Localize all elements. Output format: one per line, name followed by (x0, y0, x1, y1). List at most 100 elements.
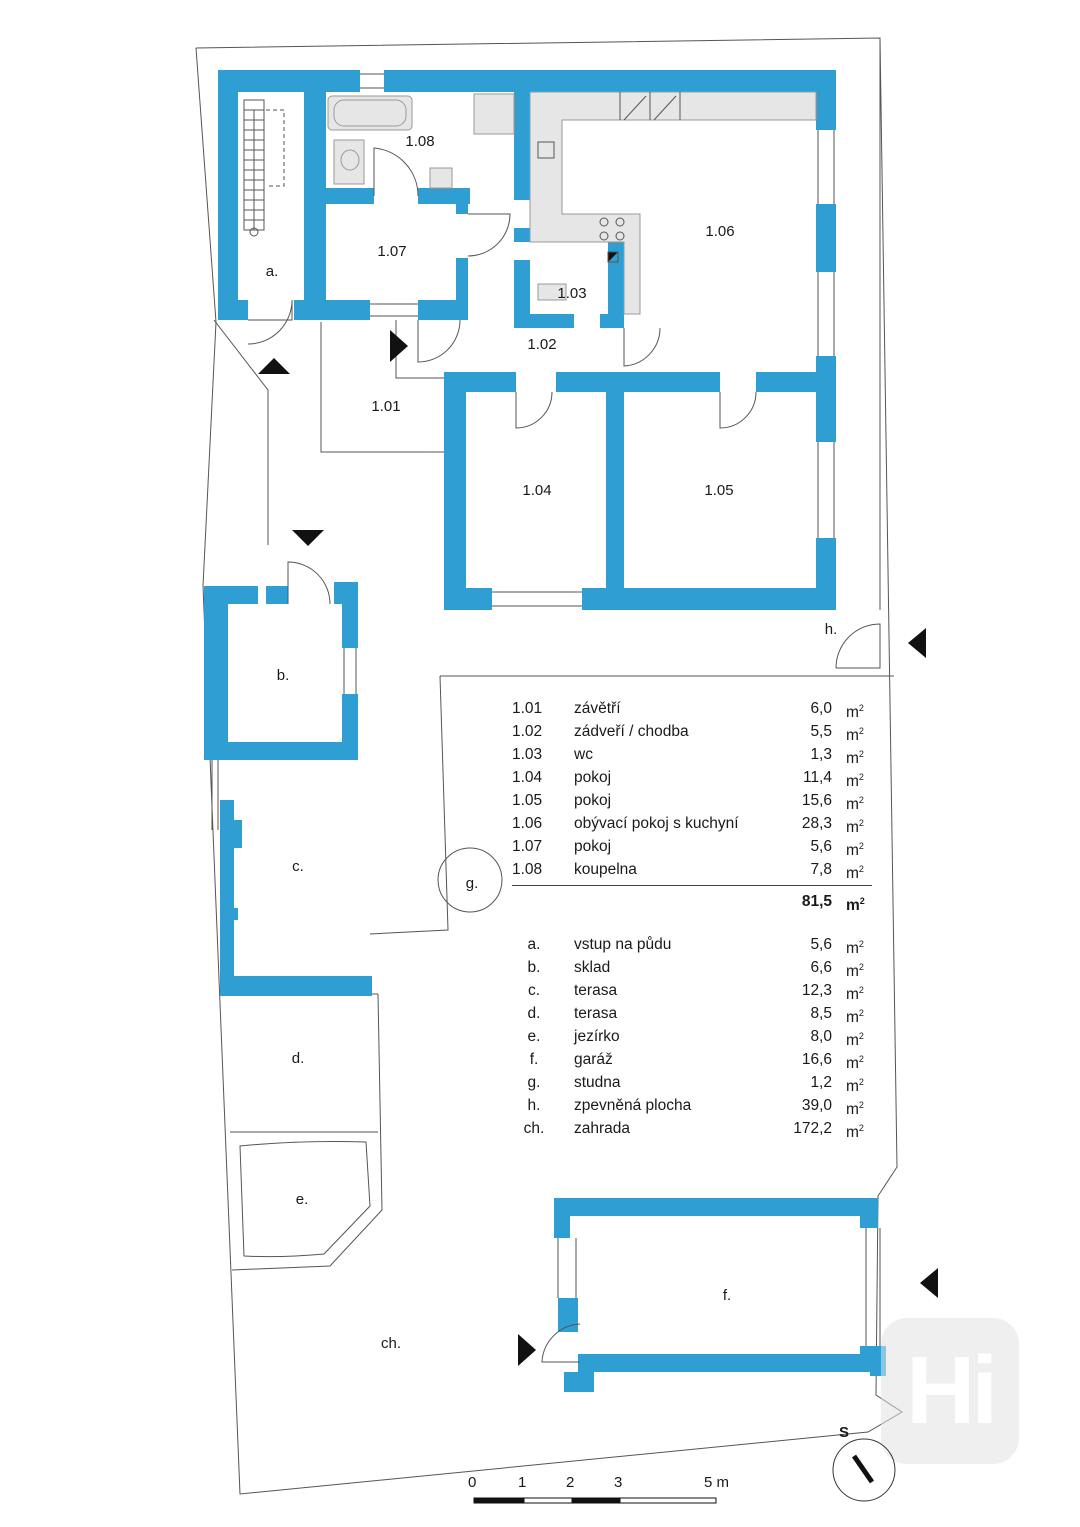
well-circle (437, 847, 503, 913)
legend-name: terasa (574, 982, 618, 999)
legend-area: 1,2 (810, 1074, 832, 1091)
legend-name: závětří (574, 700, 621, 717)
label-1-03: 1.03 (557, 285, 586, 302)
legend-area: 5,6 (810, 838, 832, 855)
storage-walls (204, 582, 372, 996)
room-labels: 1.08 1.07 1.06 1.03 1.02 1.01 1.04 1.05 … (266, 133, 838, 1352)
legend-code: h. (527, 1097, 541, 1114)
staircase (243, 99, 285, 237)
legend-unit: m2 (846, 864, 864, 883)
legend-name: wc (574, 746, 593, 763)
label-ch: ch. (381, 1335, 401, 1352)
scale-tick-label: 0 (468, 1474, 477, 1491)
legend-code: a. (527, 936, 541, 953)
legend-unit: m2 (846, 772, 864, 791)
label-f: f. (723, 1287, 731, 1304)
legend-unit: m2 (846, 795, 864, 814)
garage-walls (554, 1198, 886, 1392)
legend-code: e. (527, 1028, 541, 1045)
legend-name: studna (574, 1074, 621, 1091)
legend-area: 7,8 (810, 861, 832, 878)
scale-tick-label: 5 m (704, 1474, 730, 1491)
legend-code: 1.03 (512, 746, 543, 763)
label-1-04: 1.04 (522, 482, 551, 499)
legend-area: 5,6 (810, 936, 832, 953)
kitchen-counter (529, 91, 817, 315)
legend-code: d. (527, 1005, 541, 1022)
scale-tick-label: 1 (518, 1474, 527, 1491)
legend-exterior: a. vstup na půdu 5,6 m2 b. sklad 6,6 m2 c. terasa… (512, 933, 872, 1142)
legend-unit: m2 (846, 985, 864, 1004)
label-1-06: 1.06 (705, 223, 734, 240)
legend-area: 8,5 (810, 1005, 832, 1022)
scale-tick-label: 3 (614, 1474, 623, 1491)
label-h: h. (825, 621, 838, 638)
legend-name: vstup na půdu (574, 936, 672, 953)
legend-area: 6,0 (810, 700, 832, 717)
house-walls (218, 70, 836, 610)
pond-outline (239, 1141, 371, 1258)
scale-tick-label: 2 (566, 1474, 575, 1491)
label-1-01: 1.01 (371, 398, 400, 415)
scale-bar-graphic (473, 1497, 717, 1504)
legend-unit: m2 (846, 939, 864, 958)
north-arrow: S (828, 1424, 898, 1504)
label-d: d. (292, 1050, 305, 1067)
label-1-02: 1.02 (527, 336, 556, 353)
legend-area: 6,6 (810, 959, 832, 976)
legend-code: ch. (523, 1120, 545, 1137)
label-c: c. (292, 858, 304, 875)
total-unit: m2 (846, 896, 865, 915)
label-1-08: 1.08 (405, 133, 434, 150)
legend-name: koupelna (574, 861, 637, 878)
legend-unit: m2 (846, 749, 864, 768)
total-area: 81,5 (801, 893, 832, 910)
legend-name: pokoj (574, 838, 612, 855)
legend-code: 1.02 (512, 723, 543, 740)
legend-area: 1,3 (810, 746, 832, 763)
legend-code: g. (527, 1074, 541, 1091)
legend-code: b. (527, 959, 541, 976)
entrance-arrows (258, 330, 938, 1366)
legend-name: sklad (574, 959, 611, 976)
legend-unit: m2 (846, 1054, 864, 1073)
label-1-07: 1.07 (377, 243, 406, 260)
north-label: S (839, 1424, 850, 1441)
label-b: b. (277, 667, 290, 684)
legend-unit: m2 (846, 1123, 864, 1142)
legend-code: f. (529, 1051, 539, 1068)
legend-unit: m2 (846, 726, 864, 745)
legend-total-row: 81,5 m2 (512, 885, 872, 915)
legend-unit: m2 (846, 1008, 864, 1027)
legend-row: f. garáž 16,6 m2 (512, 1048, 872, 1073)
legend-area: 16,6 (801, 1051, 832, 1068)
legend-name: zpevněná plocha (574, 1097, 692, 1114)
legend-name: pokoj (574, 769, 612, 786)
legend-code: c. (527, 982, 541, 999)
legend-name: garáž (574, 1051, 613, 1068)
legend-name: obývací pokoj s kuchyní (574, 815, 739, 832)
compass-icon (832, 1438, 896, 1502)
legend-area: 8,0 (810, 1028, 832, 1045)
legend-unit: m2 (846, 1100, 864, 1119)
legend-area: 28,3 (801, 815, 832, 832)
legend-unit: m2 (846, 1031, 864, 1050)
legend-name: pokoj (574, 792, 612, 809)
legend-code: 1.07 (512, 838, 543, 855)
legend-code: 1.01 (512, 700, 543, 717)
